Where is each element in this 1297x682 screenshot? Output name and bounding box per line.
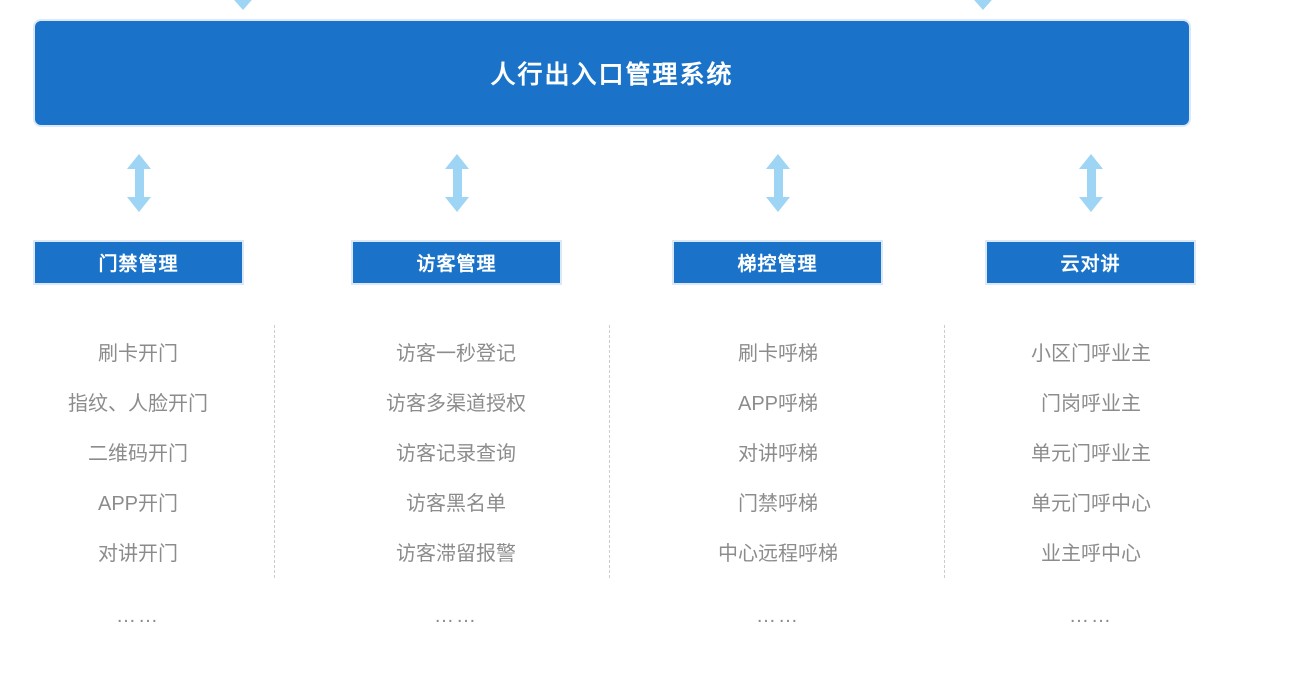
feature-item: 小区门呼业主 — [1031, 343, 1151, 365]
feature-item: 对讲开门 — [98, 543, 178, 565]
category-header-elevator: 梯控管理 — [674, 242, 881, 283]
feature-item: 访客滞留报警 — [396, 543, 516, 565]
arrow-down-head — [445, 197, 469, 212]
feature-item: 指纹、人脸开门 — [68, 393, 208, 415]
feature-item: 刷卡呼梯 — [738, 343, 818, 365]
feature-item: 对讲呼梯 — [738, 443, 818, 465]
feature-column-visitor: 访客一秒登记 访客多渠道授权 访客记录查询 访客黑名单 访客滞留报警 …… — [326, 329, 586, 641]
incoming-down-arrow-icon — [968, 0, 998, 10]
feature-column-cloud-intercom: 小区门呼业主 门岗呼业主 单元门呼业主 单元门呼中心 业主呼中心 …… — [961, 329, 1221, 641]
feature-item: 访客多渠道授权 — [386, 393, 526, 415]
column-divider — [274, 325, 275, 578]
arrow-shaft — [134, 169, 144, 197]
arrow-down-head — [1079, 197, 1103, 212]
arrow-shaft — [452, 169, 462, 197]
system-title: 人行出入口管理系统 — [490, 61, 734, 89]
feature-item: 单元门呼中心 — [1031, 493, 1151, 515]
updown-arrow-icon — [127, 154, 151, 212]
arrow-down-head — [766, 197, 790, 212]
feature-item: 业主呼中心 — [1041, 543, 1141, 565]
feature-item: 中心远程呼梯 — [718, 543, 838, 565]
category-label: 云对讲 — [1060, 254, 1121, 275]
ellipsis: …… — [756, 605, 800, 627]
feature-column-access-control: 刷卡开门 指纹、人脸开门 二维码开门 APP开门 对讲开门 …… — [8, 329, 268, 641]
updown-arrow-icon — [1079, 154, 1103, 212]
arrow-up-head — [1079, 154, 1103, 169]
feature-item: 访客黑名单 — [406, 493, 506, 515]
feature-item: APP开门 — [97, 493, 179, 515]
feature-column-elevator: 刷卡呼梯 APP呼梯 对讲呼梯 门禁呼梯 中心远程呼梯 …… — [648, 329, 908, 641]
feature-item: 单元门呼业主 — [1031, 443, 1151, 465]
feature-item: 访客记录查询 — [396, 443, 516, 465]
feature-item: 门岗呼业主 — [1041, 393, 1141, 415]
category-label: 访客管理 — [416, 254, 497, 275]
feature-item: 访客一秒登记 — [396, 343, 516, 365]
updown-arrow-icon — [766, 154, 790, 212]
category-header-cloud-intercom: 云对讲 — [987, 242, 1194, 283]
updown-arrow-icon — [445, 154, 469, 212]
arrow-up-head — [127, 154, 151, 169]
feature-item: APP呼梯 — [737, 393, 819, 415]
ellipsis: …… — [1069, 605, 1113, 627]
category-label: 门禁管理 — [98, 254, 179, 275]
feature-item: 二维码开门 — [88, 443, 188, 465]
feature-item: 刷卡开门 — [98, 343, 178, 365]
arrow-up-head — [766, 154, 790, 169]
ellipsis: …… — [434, 605, 478, 627]
arrow-up-head — [445, 154, 469, 169]
feature-item: 门禁呼梯 — [738, 493, 818, 515]
ellipsis: …… — [116, 605, 160, 627]
system-title-box: 人行出入口管理系统 — [35, 21, 1189, 125]
arrow-shaft — [1086, 169, 1096, 197]
column-divider — [944, 325, 945, 578]
incoming-down-arrow-icon — [228, 0, 258, 10]
column-divider — [609, 325, 610, 578]
category-header-visitor: 访客管理 — [353, 242, 560, 283]
arrow-down-head — [127, 197, 151, 212]
arrow-shaft — [773, 169, 783, 197]
category-label: 梯控管理 — [737, 254, 818, 275]
category-header-access-control: 门禁管理 — [35, 242, 242, 283]
